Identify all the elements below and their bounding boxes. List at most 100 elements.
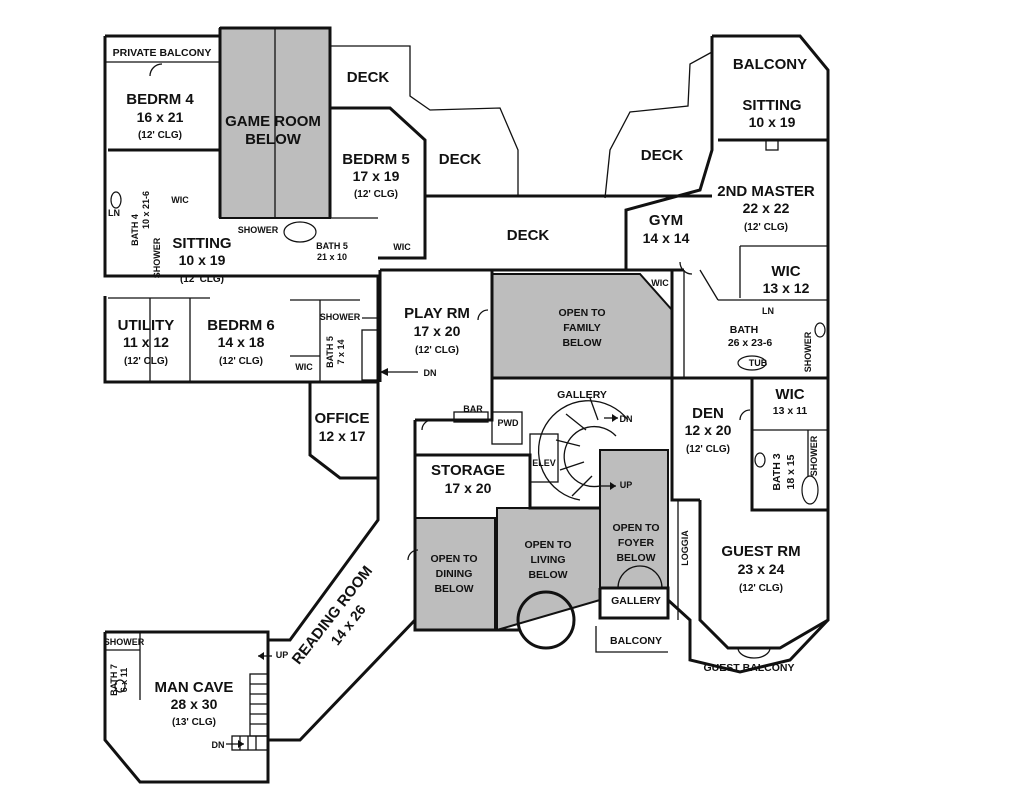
- dn-label-a: DN: [424, 368, 437, 378]
- interior-details: [105, 28, 828, 751]
- den-clg: (12' CLG): [686, 444, 730, 455]
- bath3-name: BATH 3: [771, 453, 783, 490]
- shower-label-f: SHOWER: [104, 637, 145, 647]
- shower-label-b: SHOWER: [238, 225, 279, 235]
- man-cave-dim: 28 x 30: [171, 696, 218, 712]
- man-cave-clg: (13' CLG): [172, 717, 216, 728]
- bedrm4-clg: (12' CLG): [138, 130, 182, 141]
- open-living-line1: OPEN TO: [524, 539, 571, 551]
- storage-dim: 17 x 20: [445, 480, 492, 496]
- play-rm-dim: 17 x 20: [414, 323, 461, 339]
- bedrm4-name: BEDRM 4: [126, 91, 194, 108]
- bedrm6-name: BEDRM 6: [207, 317, 275, 334]
- bath4-dim: 10 x 21-6: [141, 191, 151, 229]
- bedrm5-name: BEDRM 5: [342, 151, 410, 168]
- up-label-b: UP: [276, 650, 289, 660]
- bedrm5-dim: 17 x 19: [353, 168, 400, 184]
- gallery-bottom-label: GALLERY: [611, 595, 661, 607]
- open-foyer-line2: FOYER: [618, 537, 655, 549]
- exterior-walls: [103, 26, 830, 784]
- bath7-name: BATH 7: [109, 664, 119, 696]
- bath4-name: BATH 4: [130, 214, 140, 246]
- bath5-top-name: BATH 5: [316, 241, 348, 251]
- guest-rm-dim: 23 x 24: [738, 561, 785, 577]
- man-cave-name: MAN CAVE: [155, 679, 234, 696]
- utility-clg: (12' CLG): [124, 356, 168, 367]
- elev-label: ELEV: [532, 458, 556, 468]
- open-family-line2: FAMILY: [563, 322, 601, 334]
- bedrm6-clg: (12' CLG): [219, 356, 263, 367]
- open-dining-line3: BELOW: [434, 583, 473, 595]
- fixture-labels: WIC WIC WIC WIC SHOWER SHOWER SHOWER SHO…: [104, 195, 819, 750]
- stair-arrows: [226, 368, 618, 748]
- open-dining-line2: DINING: [436, 568, 473, 580]
- deck-mid-left-label: DECK: [439, 151, 482, 168]
- game-room-line1: GAME ROOM: [225, 113, 321, 130]
- play-rm-clg: (12' CLG): [415, 345, 459, 356]
- balcony-top-label: BALCONY: [733, 56, 807, 73]
- open-family-line3: BELOW: [562, 337, 601, 349]
- bath5-top-dim: 21 x 10: [317, 252, 347, 262]
- deck-top-label: DECK: [347, 69, 390, 86]
- private-balcony-label: PRIVATE BALCONY: [113, 47, 212, 59]
- sitting-right-name: SITTING: [742, 97, 801, 114]
- tub-label: TUB: [749, 358, 768, 368]
- up-label-a: UP: [620, 480, 633, 490]
- bedrm6-dim: 14 x 18: [218, 334, 265, 350]
- gallery-top-label: GALLERY: [557, 389, 607, 401]
- bath5-small-name: BATH 5: [325, 336, 335, 368]
- ln-label-a: LN: [108, 208, 120, 218]
- bath5-small-dim: 7 x 14: [336, 339, 346, 364]
- sitting-right-dim: 10 x 19: [749, 114, 796, 130]
- utility-dim: 11 x 12: [123, 334, 169, 350]
- storage-name: STORAGE: [431, 462, 505, 479]
- open-dining-line1: OPEN TO: [430, 553, 477, 565]
- bedrm4-dim: 16 x 21: [137, 109, 184, 125]
- guest-balcony-label: GUEST BALCONY: [703, 662, 794, 674]
- office-name: OFFICE: [315, 410, 370, 427]
- wic-right-dim: 13 x 11: [773, 405, 808, 417]
- pwd-label: PWD: [498, 418, 519, 428]
- sitting-left-name: SITTING: [172, 235, 231, 252]
- shower-label-c: SHOWER: [320, 312, 361, 322]
- wic-label-b: WIC: [393, 242, 411, 252]
- open-foyer-line3: BELOW: [616, 552, 655, 564]
- den-dim: 12 x 20: [685, 422, 732, 438]
- wic-master-dim: 13 x 12: [763, 280, 810, 296]
- bath3-dim: 18 x 15: [785, 454, 797, 489]
- bath-master-name: BATH: [730, 324, 758, 336]
- master2-dim: 22 x 22: [743, 200, 790, 216]
- open-living-line3: BELOW: [528, 569, 567, 581]
- open-living-line2: LIVING: [530, 554, 565, 566]
- wic-right-name: WIC: [775, 386, 804, 403]
- ln-label-b: LN: [762, 306, 774, 316]
- master2-name: 2ND MASTER: [717, 183, 815, 200]
- game-room-line2: BELOW: [245, 131, 302, 148]
- wic-master-name: WIC: [771, 263, 800, 280]
- bedrm5-clg: (12' CLG): [354, 189, 398, 200]
- guest-rm-clg: (12' CLG): [739, 583, 783, 594]
- shower-label-d: SHOWER: [803, 331, 813, 372]
- shower-label-e: SHOWER: [809, 435, 819, 476]
- wic-label-d: WIC: [651, 278, 669, 288]
- open-foyer-line1: OPEN TO: [612, 522, 659, 534]
- dn-label-c: DN: [212, 740, 225, 750]
- bar-label: BAR: [463, 404, 483, 414]
- bath7-dim: 6 x 11: [119, 668, 129, 693]
- shower-label-a: SHOWER: [152, 237, 162, 278]
- deck-center-label: DECK: [507, 227, 550, 244]
- room-labels: PRIVATE BALCONY BEDRM 4 16 x 21 (12' CLG…: [109, 47, 815, 728]
- utility-name: UTILITY: [118, 317, 175, 334]
- sitting-left-dim: 10 x 19: [179, 252, 226, 268]
- balcony-bottom-label: BALCONY: [610, 635, 662, 647]
- play-rm-name: PLAY RM: [404, 305, 470, 322]
- guest-rm-name: GUEST RM: [721, 543, 800, 560]
- gym-name: GYM: [649, 212, 683, 229]
- open-family-line1: OPEN TO: [558, 307, 605, 319]
- bath-master-dim: 26 x 23-6: [728, 337, 773, 349]
- wic-label-c: WIC: [295, 362, 313, 372]
- gym-dim: 14 x 14: [643, 230, 690, 246]
- wic-label-a: WIC: [171, 195, 189, 205]
- dn-label-b: DN: [620, 414, 633, 424]
